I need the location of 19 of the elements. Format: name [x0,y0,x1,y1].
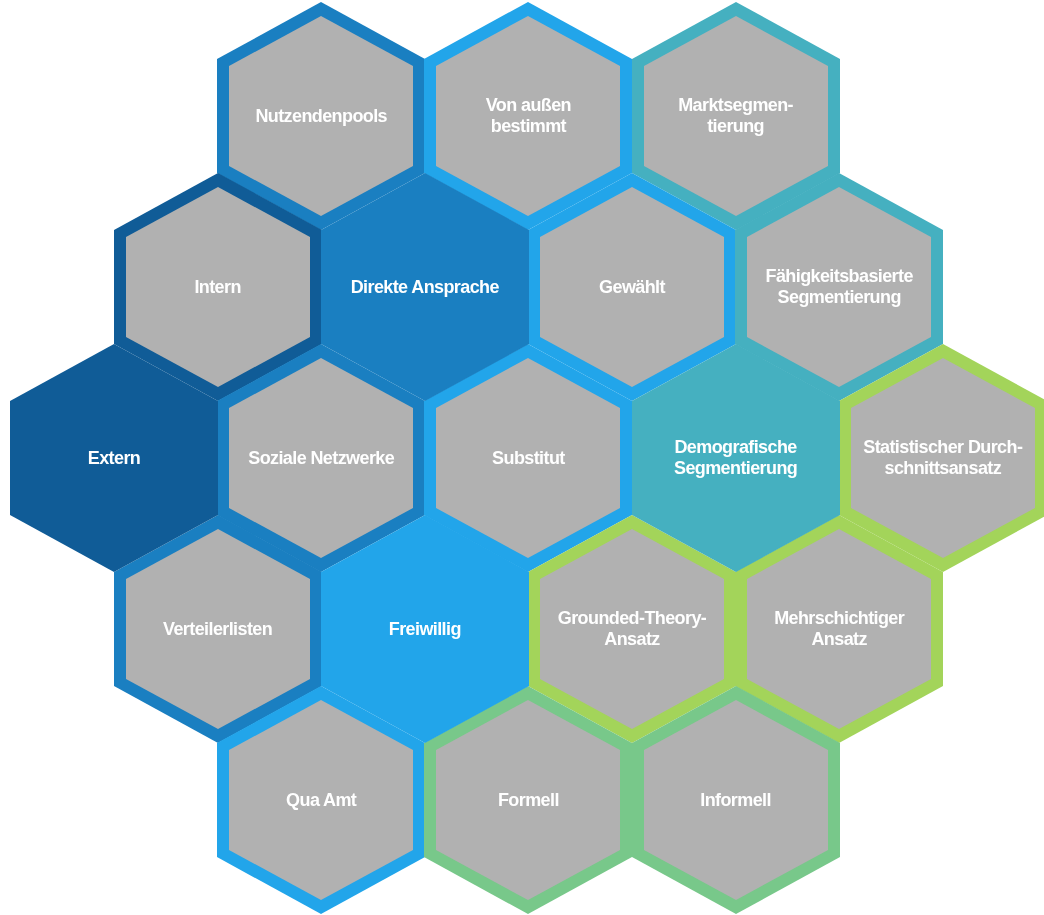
tile-label: Fähigkeitsbasierte Segmentierung [765,266,913,308]
tile-label: Grounded-Theory- Ansatz [557,608,707,650]
tile-label: Extern [87,447,141,469]
tile-label: Von außen bestimmt [485,95,572,137]
tile-label: Nutzendenpools [255,105,387,127]
tile-label: Marktsegmen- tierung [678,95,793,137]
tile-label: Formell [497,789,559,811]
tile-label: Freiwillig [388,618,461,640]
tile-label: Gewählt [599,276,665,298]
tile-label: Verteilerlisten [163,618,273,640]
tile-label: Mehrschichtiger Ansatz [774,608,905,650]
tile-label: Direkte Ansprache [350,276,499,298]
tile-label: Statistischer Durch- schnittsansatz [863,437,1023,479]
tile-label: Informell [700,789,771,811]
tile-label: Substitut [492,447,565,469]
tile-label: Qua Amt [286,789,357,811]
tile-label: Intern [194,276,241,298]
tile-label: Demografische Segmentierung [674,437,798,479]
tile-label: Soziale Netzwerke [248,447,395,469]
